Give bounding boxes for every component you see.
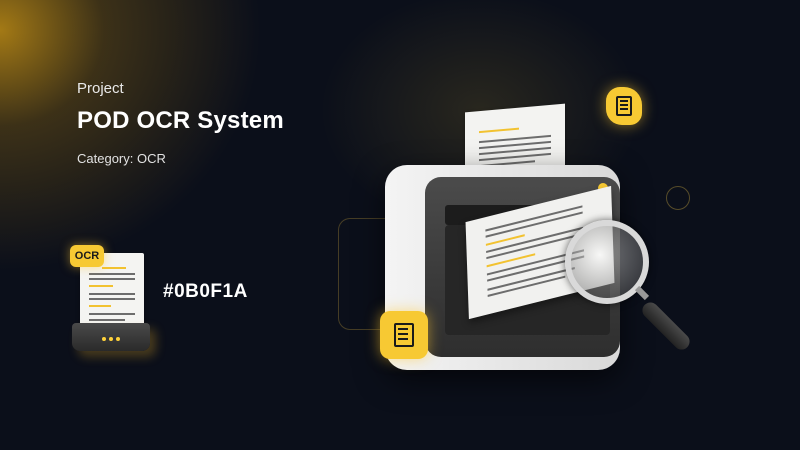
project-title: POD OCR System bbox=[77, 107, 284, 134]
decorative-circle bbox=[666, 186, 690, 210]
magnifier-handle bbox=[639, 299, 693, 353]
color-hex-label: #0B0F1A bbox=[163, 281, 248, 302]
project-eyebrow: Project bbox=[77, 80, 124, 97]
document-cloud-icon bbox=[606, 87, 642, 125]
ocr-scanner-icon: OCR bbox=[68, 245, 158, 355]
document-icon bbox=[80, 253, 144, 333]
ocr-badge: OCR bbox=[70, 245, 104, 267]
scanner-tray bbox=[72, 323, 150, 351]
document-chat-icon bbox=[380, 311, 428, 359]
project-category: Category: OCR bbox=[77, 151, 166, 166]
